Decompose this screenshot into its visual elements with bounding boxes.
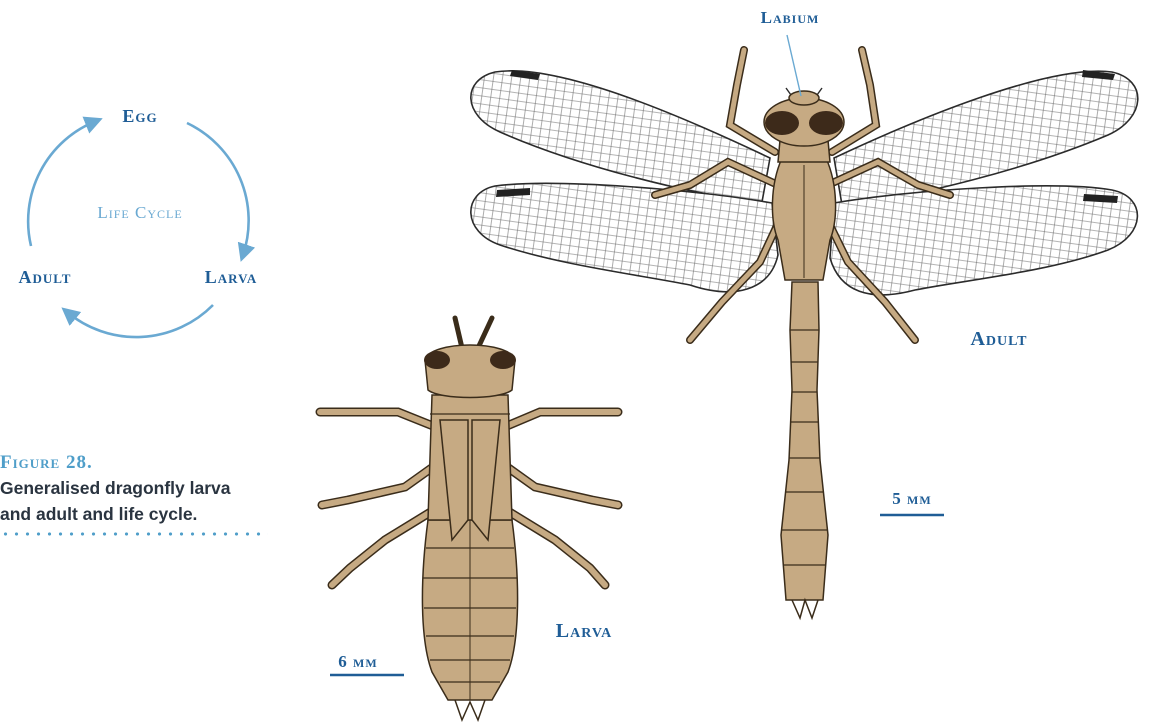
life-cycle-diagram: Egg Life Cycle Larva Adult (19, 106, 258, 337)
cycle-arrow-egg-to-larva (187, 123, 249, 255)
caption-line-2: and adult and life cycle. (0, 502, 280, 526)
cycle-arrow-larva-to-adult (67, 305, 213, 337)
larva-anal-pyramid (455, 700, 485, 720)
label-larva: Larva (556, 620, 612, 642)
caption-line-1: Generalised dragonfly larva (0, 476, 280, 500)
wing-fore-right (834, 71, 1138, 205)
stage-label-adult: Adult (19, 267, 72, 287)
scale-bar-larva: 6 mm (330, 652, 404, 675)
scale-bar-adult: 5 mm (880, 489, 944, 515)
cycle-arrow-adult-to-egg (28, 121, 96, 246)
larva-antennae (455, 318, 492, 348)
scale-bar-larva-label: 6 mm (338, 652, 377, 671)
life-cycle-title: Life Cycle (97, 203, 182, 222)
adult-labium (789, 91, 819, 105)
figure-caption: Figure 28. Generalised dragonfly larva a… (0, 452, 280, 536)
caption-dotted-rule (0, 532, 268, 536)
wing-hind-left (471, 183, 778, 291)
stage-label-larva: Larva (205, 267, 257, 287)
adult-cerci (792, 600, 818, 618)
label-adult: Adult (970, 328, 1027, 350)
adult-dragonfly (471, 35, 1138, 618)
label-labium: Labium (761, 8, 820, 27)
wing-fore-left (471, 71, 770, 202)
stage-label-egg: Egg (122, 106, 157, 126)
wing-hind-right (830, 186, 1137, 295)
scale-bar-adult-label: 5 mm (892, 489, 931, 508)
labium-leader-line (787, 35, 801, 96)
figure-number: Figure 28. (0, 452, 280, 474)
